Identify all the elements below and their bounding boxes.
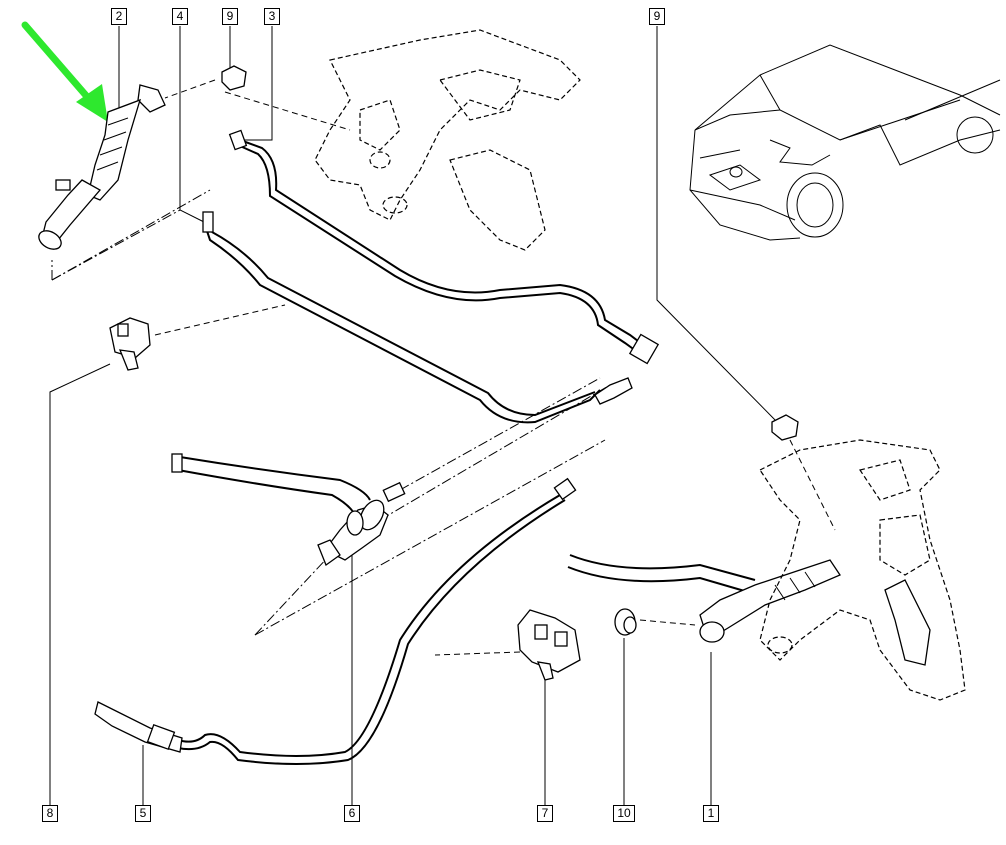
- clip-8: [109, 317, 151, 371]
- clip-9-top: [221, 65, 247, 91]
- callout-9-top: 9: [222, 8, 238, 25]
- clip-7: [517, 609, 581, 681]
- slave-cylinder-6: [317, 481, 406, 567]
- pedal-box-upper: [314, 29, 581, 251]
- callout-2: 2: [111, 8, 127, 25]
- pipe-coupling: [594, 377, 633, 405]
- callout-4: 4: [172, 8, 188, 25]
- pipe-4: [202, 211, 601, 424]
- callout-5: 5: [135, 805, 151, 822]
- callout-8: 8: [42, 805, 58, 822]
- hose-6: [171, 453, 371, 516]
- clamp-10: [614, 608, 637, 636]
- callout-3: 3: [264, 8, 280, 25]
- pipe-5: [177, 477, 577, 765]
- callout-7: 7: [537, 805, 553, 822]
- pedal-box-lower: [759, 439, 966, 701]
- callout-6: 6: [344, 805, 360, 822]
- master-cylinder-1: [567, 554, 841, 643]
- green-pointer-arrow: [21, 21, 108, 122]
- pipe-3: [228, 129, 660, 365]
- clip-9-right: [771, 414, 799, 441]
- callout-9-right: 9: [649, 8, 665, 25]
- callout-10: 10: [613, 805, 635, 822]
- bleed-screw-5: [94, 701, 183, 753]
- leader-lines: [49, 26, 781, 805]
- master-cylinder-2: [38, 84, 166, 250]
- callout-1: 1: [703, 805, 719, 822]
- car-illustration: [689, 44, 1001, 241]
